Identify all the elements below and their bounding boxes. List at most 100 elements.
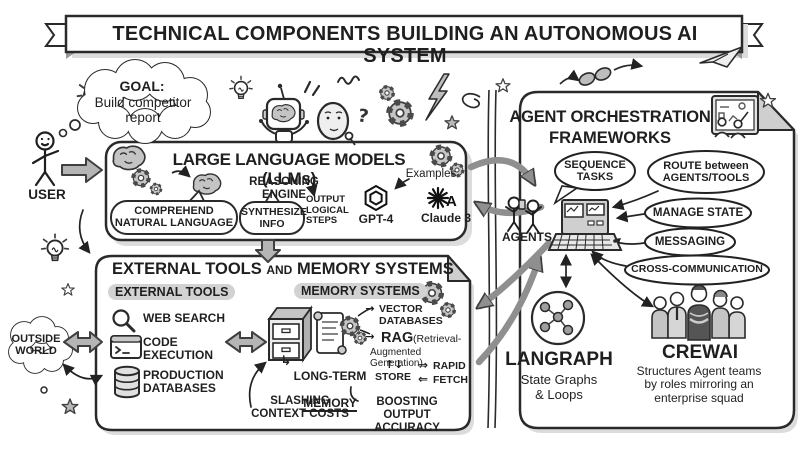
store-arrows-glyph: ↑↓ — [384, 358, 404, 371]
title-banner-ribbon — [44, 14, 764, 59]
bubble-route-text: ROUTE between AGENTS/TOOLS — [662, 160, 750, 185]
external-title-part1: EXTERNAL TOOLS — [112, 260, 262, 278]
user-to-llm-arrow — [61, 157, 103, 183]
reasoning-engine-label: REASONING ENGINE — [249, 176, 319, 201]
examples-arrow — [394, 177, 410, 190]
orchestration-title-line2: FRAMEWORKS — [549, 129, 671, 147]
output-steps-label: OUTPUT LOGICAL STEPS — [306, 194, 349, 227]
rapid-arrow-glyph: ⇒ — [417, 358, 429, 372]
llm-to-external-side-arrow — [78, 209, 91, 254]
llm-to-agents-arrow — [467, 156, 533, 182]
memory-systems-heading: MEMORY SYSTEMS — [294, 283, 427, 299]
user-figure-icon — [31, 131, 60, 187]
squiggle-icon — [337, 75, 360, 85]
svg-text:A: A — [446, 193, 457, 210]
model-claude3-label: Claude 3 — [420, 211, 471, 225]
slashing-context-costs-note: SLASHING CONTEXT COSTS — [251, 395, 349, 420]
code-execution-label: CODE EXECUTION — [143, 335, 214, 363]
star-icon — [61, 283, 75, 296]
openai-logo-icon — [364, 184, 388, 212]
store-label: STORE — [375, 371, 411, 383]
rag-paren2: Augmented Generation) — [370, 347, 423, 370]
rag-arrow-glyph: → — [365, 330, 375, 343]
page-fold-icon — [447, 255, 471, 282]
long-term-memory-label: LONG-TERM MEMORY — [293, 369, 367, 413]
outside-world-cloud — [8, 316, 73, 374]
gear-icon — [432, 147, 450, 165]
fetch-arrow-glyph: ⇐ — [417, 372, 429, 386]
loops-doodle-icon — [559, 58, 644, 86]
lightbulb-icon — [229, 75, 253, 100]
anthropic-logo-icon: A — [426, 186, 457, 210]
speech-bubble-synthesize — [239, 189, 305, 235]
web-search-label: WEB SEARCH — [143, 311, 226, 325]
long-term-hook-glyph: ↳ — [280, 354, 292, 369]
external-to-agents-arrow — [475, 259, 539, 366]
banner-title: TECHNICAL COMPONENTS BUILDING AN AUTONOM… — [112, 23, 698, 68]
boosting-output-accuracy-note: BOOSTING OUTPUT ACCURACY — [374, 396, 440, 434]
star-icon — [495, 78, 511, 93]
vector-arrow-glyph: → — [365, 302, 375, 315]
external-box-title: EXTERNAL TOOLS AND MEMORY SYSTEMS — [112, 260, 454, 278]
tools-memory-double-arrow — [225, 331, 267, 353]
langgraph-name: LANGRAPH — [505, 349, 613, 370]
goal-label: GOAL: — [119, 78, 165, 94]
outside-world-curved-arrow — [62, 363, 104, 386]
fetch-label: FETCH — [433, 374, 468, 386]
synthesize-bubble-text: SYNTHESIZE INFO — [241, 206, 307, 230]
llm-to-external-connector-arrow — [255, 239, 281, 263]
divider-lines — [487, 89, 498, 429]
manage-state-arrow — [615, 210, 645, 223]
crewai-name: CREWAI — [662, 342, 738, 363]
external-title-and: AND — [266, 263, 293, 277]
user-label: USER — [28, 187, 66, 202]
bubble-sequence-tasks — [554, 151, 636, 191]
agents-label: AGENTS — [501, 230, 552, 244]
slashing-costs-arrow — [248, 361, 267, 408]
console-crewai-arrow — [590, 253, 655, 308]
filing-cabinet-icon — [267, 305, 313, 363]
boosting-hook-line — [349, 386, 359, 402]
reasoning-to-output-arrow — [305, 184, 318, 198]
bubble-sequence-tasks-text: SEQUENCE TASKS — [564, 159, 626, 184]
sequence-bubble-tail — [553, 185, 580, 206]
star-icon — [61, 398, 79, 415]
vector-databases-label: VECTOR DATABASES — [379, 303, 443, 327]
external-title-part2: MEMORY SYSTEMS — [296, 260, 454, 278]
external-tools-heading: EXTERNAL TOOLS — [108, 284, 236, 300]
gears-to-brain-arrow — [171, 165, 191, 178]
lightbulb-icon — [40, 233, 70, 262]
page-fold-icon — [757, 91, 795, 131]
goal-text: Build competitor report — [94, 95, 192, 126]
model-gpt4-label: GPT-4 — [358, 212, 394, 226]
bubble-cross-communication — [624, 254, 770, 286]
bubble-manage-state — [644, 197, 752, 229]
production-databases-label: PRODUCTION DATABASES — [143, 368, 224, 396]
speech-bubble-comprehend — [110, 189, 238, 235]
terminal-icon — [110, 335, 142, 359]
question-mark-icon: ? — [356, 105, 370, 127]
rag-label: RAG — [381, 330, 414, 346]
outside-world-double-arrow — [63, 331, 103, 353]
goal-thought-cloud — [58, 59, 211, 144]
gear-icon — [378, 84, 396, 102]
database-icon — [114, 365, 140, 399]
team-icon — [651, 284, 746, 341]
star-icon — [444, 115, 460, 130]
memory-branch-lines — [357, 307, 373, 335]
orchestration-title-line1: AGENT ORCHESTRATION — [509, 108, 711, 126]
langgraph-desc: State Graphs & Loops — [520, 372, 598, 402]
console-icon — [547, 199, 623, 251]
bubble-messaging-text: MESSAGING — [654, 236, 726, 248]
network-graph-icon — [530, 290, 586, 346]
agents-to-external-arrow — [480, 239, 553, 306]
examples-label: Examples — [405, 168, 457, 180]
emphasis-dashes-icon — [303, 80, 321, 97]
agents-icon — [505, 196, 542, 234]
paper-plane-icon — [699, 46, 743, 68]
gear-icon — [342, 318, 358, 334]
bubble-route — [647, 150, 765, 194]
robot-icon — [259, 83, 309, 143]
